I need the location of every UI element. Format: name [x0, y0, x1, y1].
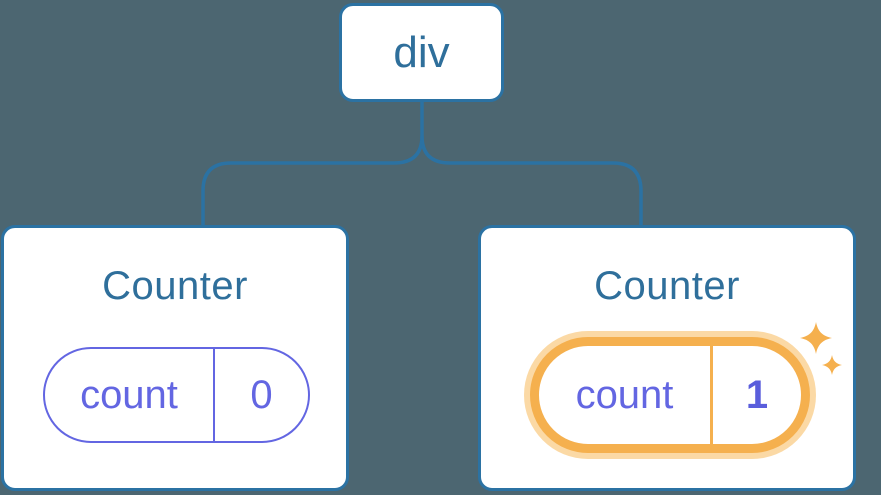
connector-right-branch	[420, 135, 643, 226]
connector-left-branch	[201, 101, 424, 226]
sparkle-small	[822, 355, 842, 375]
root-node: div	[339, 3, 504, 102]
state-pill: count 0	[43, 347, 310, 443]
sparkle-large	[800, 322, 832, 354]
component-name: Counter	[102, 264, 248, 308]
counter-card-updated: Counter count 1	[478, 225, 856, 491]
root-node-label: div	[393, 27, 450, 77]
state-value: 1	[710, 346, 801, 444]
state-key: count	[575, 372, 674, 417]
sparkles-icon	[800, 322, 842, 375]
state-key: count	[80, 372, 178, 417]
component-name: Counter	[594, 264, 740, 308]
state-value: 0	[213, 349, 308, 441]
state-pill-highlighted: count 1	[530, 337, 810, 453]
counter-card-initial: Counter count 0	[1, 225, 349, 491]
